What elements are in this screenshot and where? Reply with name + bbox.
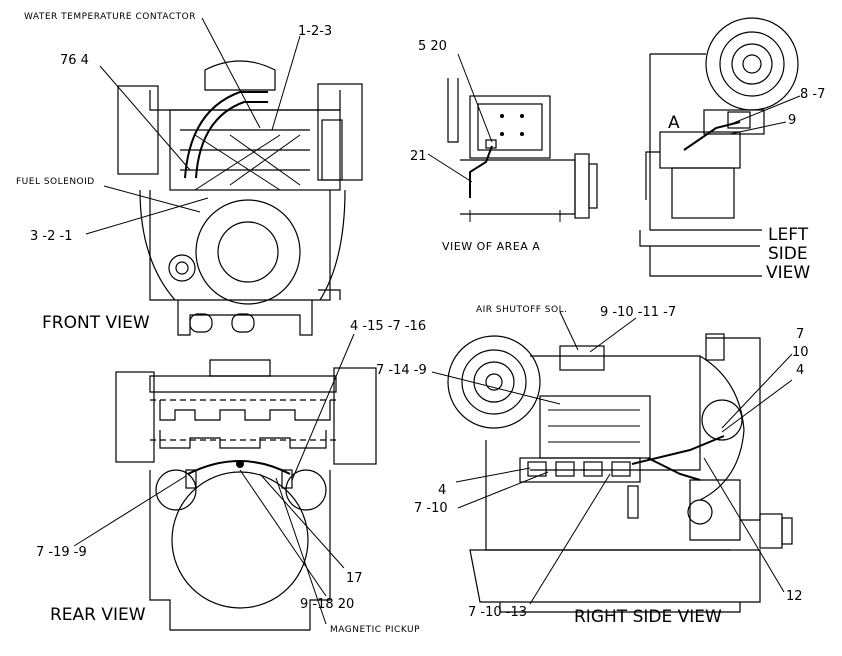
- right-leaders: [431, 311, 793, 605]
- callout-5-20: 5 20: [418, 39, 447, 54]
- front-view-drawing: [117, 60, 363, 336]
- callout-9-18-20: 9 -18 20: [300, 597, 354, 612]
- right-view-title: RIGHT SIDE VIEW: [574, 607, 722, 627]
- left-view-title-line3: VIEW: [766, 263, 810, 283]
- rear-leaders: [73, 333, 355, 625]
- right-side-drawing: [447, 333, 793, 613]
- water-temperature-contactor-label: WATER TEMPERATURE CONTACTOR: [24, 12, 196, 22]
- callout-7-10-13: 7 -10 -13: [468, 605, 527, 620]
- left-view-title-line1: LEFT: [768, 225, 809, 245]
- callout-76-4: 76 4: [60, 53, 89, 68]
- callout-21: 21: [410, 149, 427, 164]
- callout-4-right: 4: [796, 363, 804, 378]
- area-a-drawing: [447, 78, 598, 222]
- callout-17: 17: [346, 571, 363, 586]
- callout-1-2-3: 1-2-3: [298, 24, 332, 39]
- rear-view-title: REAR VIEW: [50, 605, 146, 625]
- callout-7-right: 7: [796, 327, 804, 342]
- callout-9-left: 9: [788, 113, 796, 128]
- fuel-solenoid-label: FUEL SOLENOID: [16, 177, 95, 187]
- front-view-title: FRONT VIEW: [42, 313, 150, 333]
- view-of-area-a-title: VIEW OF AREA A: [442, 240, 540, 253]
- callout-12: 12: [786, 589, 803, 604]
- callout-8-7: 8 -7: [800, 87, 825, 102]
- callout-9-10-11-7: 9 -10 -11 -7: [600, 305, 676, 320]
- left-view-title-line2: SIDE: [768, 244, 808, 264]
- callout-7-10: 7 -10: [414, 501, 448, 516]
- air-shutoff-sol-label: AIR SHUTOFF SOL.: [476, 305, 567, 315]
- area-a-leaders: [427, 53, 493, 183]
- area-a-marker: A: [668, 113, 680, 133]
- callout-7-19-9: 7 -19 -9: [36, 545, 87, 560]
- front-leaders: [85, 17, 301, 235]
- callout-3-2-1: 3 -2 -1: [30, 229, 72, 244]
- left-leaders: [725, 95, 801, 135]
- callout-7-14-9: 7 -14 -9: [376, 363, 427, 378]
- left-side-drawing: [639, 17, 799, 277]
- callout-4-15-7-16: 4 -15 -7 -16: [350, 319, 426, 334]
- magnetic-pickup-label: MAGNETIC PICKUP: [330, 625, 420, 635]
- callout-4-lower: 4: [438, 483, 446, 498]
- rear-view-drawing: [115, 359, 377, 631]
- callout-10-right: 10: [792, 345, 809, 360]
